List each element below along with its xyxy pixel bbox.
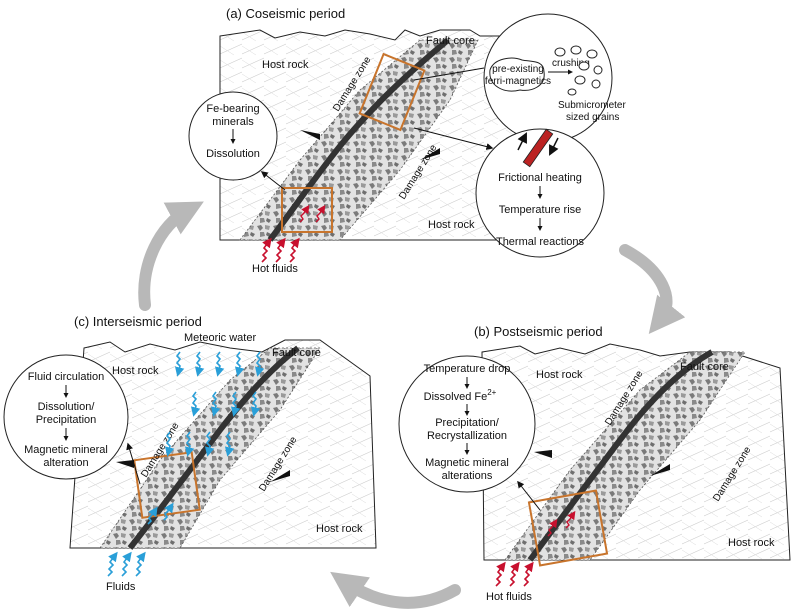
interseismic-precipitation: Precipitation — [36, 414, 97, 426]
coseismic-minerals: minerals — [212, 116, 254, 128]
interseismic-connector — [126, 442, 141, 485]
interseismic-fluids-label: Fluids — [106, 581, 136, 593]
postseismic-alterations: alterations — [442, 470, 493, 482]
coseismic-dissolution: Dissolution — [206, 148, 260, 160]
interseismic-dissolution: Dissolution/ — [38, 401, 96, 413]
coseismic-connector-right — [413, 127, 494, 150]
cycle-arrows — [138, 201, 686, 609]
interseismic-fault-core-label: Fault core — [272, 347, 321, 359]
interseismic-alteration: alteration — [43, 457, 88, 469]
coseismic-hot-fluid-arrows — [261, 204, 326, 263]
interseismic-fluid-circulation: Fluid circulation — [28, 371, 104, 383]
coseismic-orange-box-bottom — [281, 187, 333, 233]
interseismic-magnetic-mineral: Magnetic mineral — [24, 444, 108, 456]
coseismic-fe-bearing: Fe-bearing — [206, 103, 259, 115]
submicrometer-grains — [554, 45, 603, 96]
postseismic-damage-zone — [504, 351, 746, 561]
cycle-arrow-c-to-a — [138, 201, 204, 311]
coseismic-host-rock-top: Host rock — [262, 59, 309, 71]
fault-slip-icon — [522, 128, 554, 168]
interseismic-orange-box — [133, 451, 201, 519]
postseismic-fault-core-label: Fault core — [680, 361, 729, 373]
coseismic-ferri-magnetics: ferri-magnetics — [485, 76, 551, 87]
interseismic-shear-arrow-left — [116, 460, 134, 468]
panel-coseismic: (a) Coseismic period Host rock Host rock… — [188, 6, 626, 275]
coseismic-title: (a) Coseismic period — [226, 6, 345, 21]
postseismic-title: (b) Postseismic period — [474, 324, 603, 339]
interseismic-meteoric-water: Meteoric water — [184, 332, 256, 344]
coseismic-orange-box-top — [358, 52, 426, 132]
interseismic-meteoric-arrows — [164, 351, 265, 457]
coseismic-hot-fluids-label: Hot fluids — [252, 263, 298, 275]
coseismic-submicrometer: Submicrometer — [558, 100, 626, 111]
postseismic-shear-arrow-right — [650, 464, 670, 476]
coseismic-sized-grains: sized grains — [566, 112, 619, 123]
postseismic-host-rock-top: Host rock — [536, 369, 583, 381]
panel-interseismic: (c) Interseismic period Host rock Host r… — [3, 314, 377, 593]
coseismic-crushing: crushing — [552, 58, 590, 69]
postseismic-hot-fluids-label: Hot fluids — [486, 591, 532, 603]
panel-postseismic: (b) Postseismic period Host rock Host ro… — [398, 324, 791, 603]
interseismic-shear-arrow-right — [270, 470, 290, 482]
interseismic-host-rock-bottom: Host rock — [316, 523, 363, 535]
postseismic-precipitation: Precipitation/ — [435, 417, 500, 429]
postseismic-hot-fluid-arrows — [495, 510, 576, 587]
coseismic-connector-left — [260, 171, 286, 191]
postseismic-host-rock-bottom: Host rock — [728, 537, 775, 549]
coseismic-host-rock-bottom: Host rock — [428, 219, 475, 231]
coseismic-fault-core-label: Fault core — [426, 35, 475, 47]
postseismic-circle — [398, 355, 536, 493]
coseismic-fault-core — [267, 37, 450, 242]
interseismic-host-rock-top: Host rock — [112, 365, 159, 377]
coseismic-frictional-heating: Frictional heating — [498, 172, 582, 184]
cycle-arrow-b-to-c — [330, 571, 461, 609]
postseismic-connector — [517, 480, 541, 511]
coseismic-damage-zone — [239, 39, 479, 241]
postseismic-dissolved-fe: Dissolved Fe2+ — [424, 388, 497, 403]
postseismic-recrystallization: Recrystallization — [427, 430, 507, 442]
postseismic-shear-arrow-left — [534, 450, 552, 458]
postseismic-temperature-drop: Temperature drop — [424, 363, 511, 375]
coseismic-temperature-rise: Temperature rise — [499, 204, 582, 216]
coseismic-shear-arrow-left — [300, 130, 320, 140]
coseismic-connector-top — [413, 67, 485, 81]
interseismic-title: (c) Interseismic period — [74, 314, 202, 329]
interseismic-fluid-arrows — [107, 502, 174, 577]
coseismic-pre-existing: pre-existing — [492, 64, 544, 75]
pre-existing-grain-shape — [489, 57, 545, 92]
interseismic-circle — [3, 354, 129, 480]
coseismic-shear-arrow-right — [420, 148, 440, 160]
cycle-arrow-a-to-b — [619, 244, 686, 335]
postseismic-magnetic-mineral: Magnetic mineral — [425, 457, 509, 469]
coseismic-thermal-reactions: Thermal reactions — [496, 236, 585, 248]
postseismic-orange-box — [527, 489, 609, 567]
